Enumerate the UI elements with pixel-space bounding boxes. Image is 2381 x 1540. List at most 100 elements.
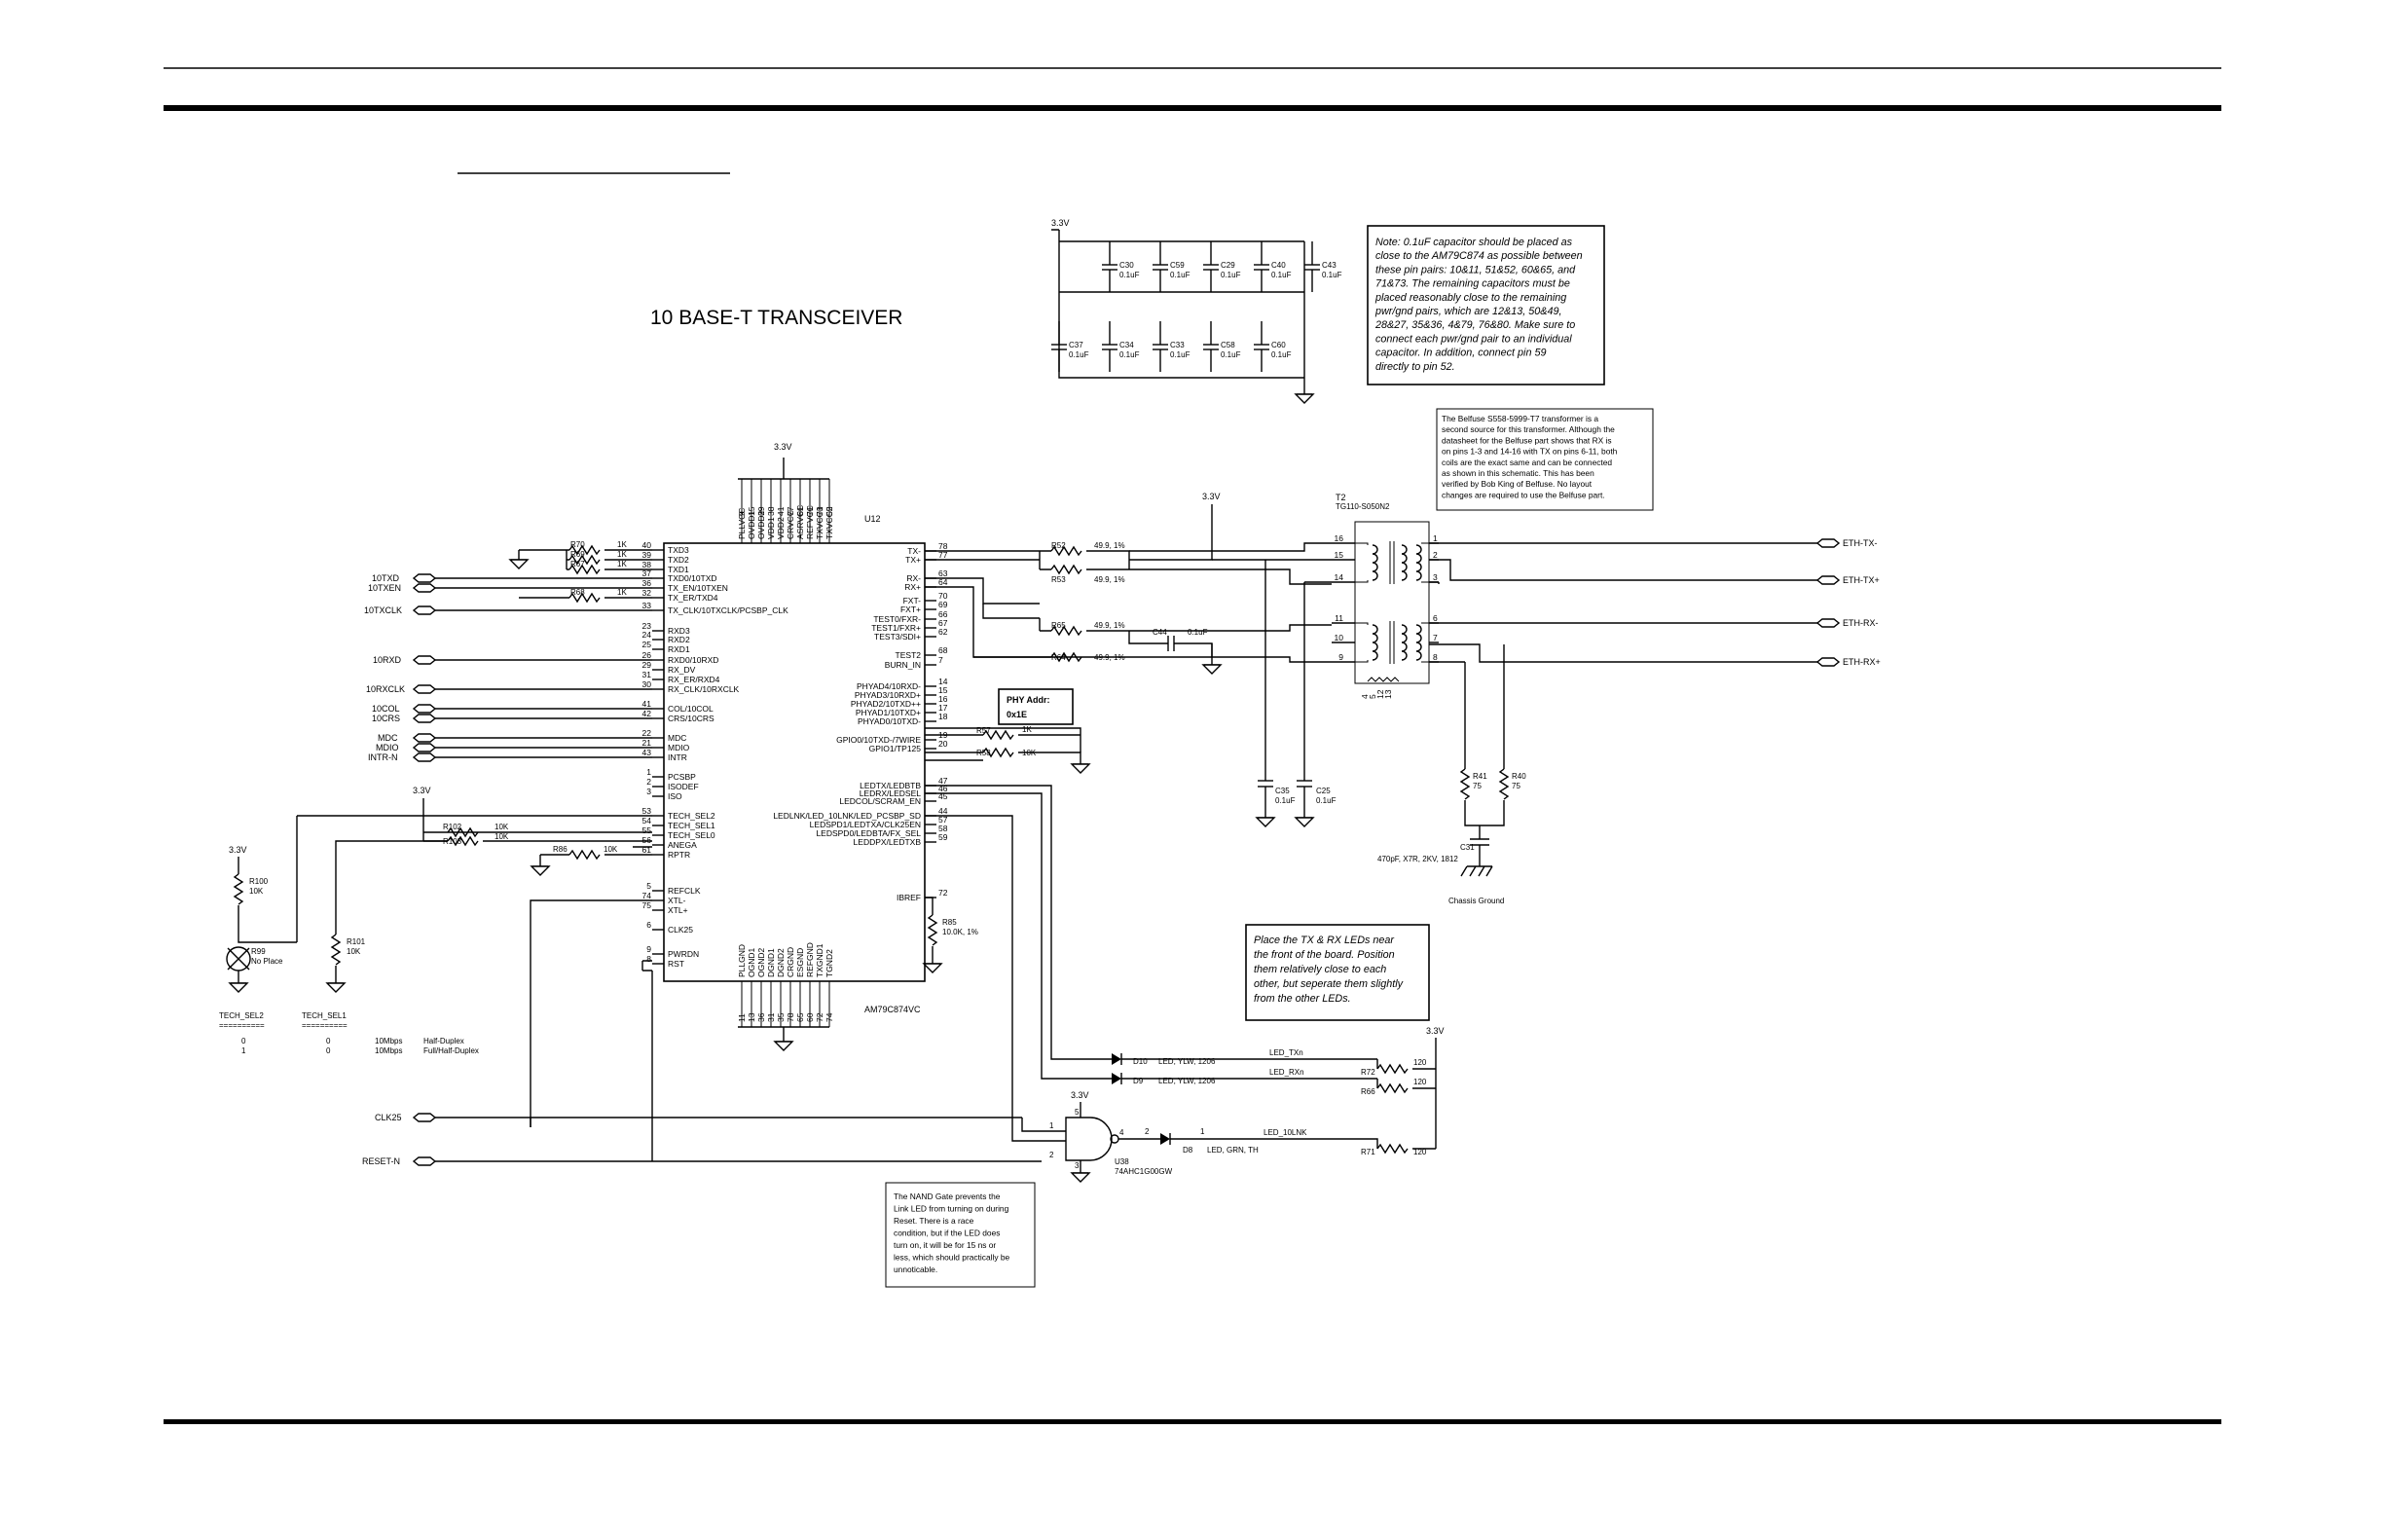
belfuse-note-line: verified by Bob King of Belfuse. No layo…: [1442, 479, 1593, 489]
t2-left-pin-number: 11: [1335, 613, 1343, 623]
u12-right-pin-name: PHYAD2/10TXD++: [851, 699, 921, 709]
u12-power-pin-number: 77: [786, 506, 795, 516]
u12-right-pin-name: TEST1/FXR+: [871, 623, 921, 633]
sig-reset: RESET-N: [362, 1156, 400, 1166]
u12-power-pin-number: 73: [815, 506, 824, 516]
gpio-straps: R57 1K R58 10K: [925, 725, 1090, 774]
phy-addr-line1: PHY Addr:: [1007, 695, 1050, 705]
capacitor-value: 0.1uF: [1271, 271, 1292, 279]
u12-left-pin-name: REFCLK: [668, 886, 701, 896]
r70-label: R70: [570, 540, 585, 549]
c44-value: 0.1uF: [1188, 628, 1208, 637]
u12-power-pin-number: 9: [737, 511, 747, 516]
t2-right-pin-number: 1: [1433, 533, 1438, 543]
u12-left-pin-number: 40: [642, 540, 652, 550]
u38-part: 74AHC1G00GW: [1115, 1167, 1173, 1176]
r68-value: 1K: [617, 588, 627, 597]
d8-value: LED, GRN, TH: [1207, 1146, 1259, 1155]
u12-right-pin-number: 46: [938, 784, 948, 793]
capacitor-ref: C59: [1170, 261, 1185, 270]
tech-rail-supply-label: 3.3V: [413, 786, 431, 795]
u12-left-pin-name: COL/10COL: [668, 704, 714, 714]
u12-right-pin-name: RX-: [906, 573, 921, 583]
sig-10rxd: 10RXD: [373, 655, 402, 665]
u12-power-pin-number: 71: [805, 506, 815, 516]
u12-left-pin-number: 54: [642, 816, 652, 825]
transformer-t2: T2 TG110-S050N2 16151411109123678451213 …: [1332, 493, 1881, 905]
t2-coil: [1372, 624, 1378, 661]
cap-note-line: close to the AM79C874 as possible betwee…: [1375, 250, 1583, 262]
u12-right-pin-number: 45: [938, 791, 948, 801]
u12-left-pin-number: 53: [642, 806, 652, 816]
u12-power-pin-name: ASRVCC: [795, 505, 805, 539]
u12-left-pin-name: PCSBP: [668, 772, 696, 782]
r52-label: R52: [1051, 541, 1066, 550]
u12-left-pin-name: CLK25: [668, 925, 693, 935]
u12-right-pin-number: 77: [938, 550, 948, 560]
tech-row0-b: 0: [326, 1037, 331, 1045]
led-section: D10 LED, YLW, 1206 LED_TXn D9 LED, YLW, …: [925, 785, 1445, 1183]
u12-right-pin-number: 44: [938, 806, 948, 816]
u12-right-pin-number: 16: [938, 694, 948, 704]
nand-note-line: turn on, it will be for 15 ns or: [894, 1240, 996, 1250]
u12-right-pin-name: FXT+: [900, 605, 921, 614]
cap-note-line: 71&73. The remaining capacitors must be: [1375, 278, 1570, 290]
capacitor-placement-note: Note: 0.1uF capacitor should be placed a…: [1367, 225, 1605, 385]
nand-note-line: unnoticable.: [894, 1265, 937, 1274]
u12-left-pin-number: 29: [642, 660, 652, 670]
u12-left-pin-number: 24: [642, 630, 652, 640]
u12-left-pin-number: 21: [642, 738, 652, 748]
u12-right-pin-name: IBREF: [897, 893, 921, 902]
u12-left-pin-number: 55: [642, 825, 652, 835]
t2-right-pin-number: 2: [1433, 550, 1438, 560]
tech-row1-d: Full/Half-Duplex: [423, 1046, 479, 1055]
phy-address-box: PHY Addr: 0x1E: [998, 688, 1074, 725]
led-note-line: Place the TX & RX LEDs near: [1254, 935, 1394, 946]
r57-label: R57: [976, 726, 991, 735]
u12-ground-pin-number: 78: [786, 1012, 795, 1022]
d10-label: D10: [1133, 1057, 1148, 1066]
led-note-line: other, but seperate them slightly: [1254, 978, 1404, 990]
phy-addr-line2: 0x1E: [1007, 710, 1027, 719]
u12-right-pin-number: 72: [938, 888, 948, 898]
ibref-resistor: R85 10.0K, 1%: [923, 897, 978, 973]
u12-right-pin-name: GPIO1/TP125: [869, 744, 922, 753]
u12-left-pin-name: INTR: [668, 752, 687, 762]
r69-value: 1K: [617, 550, 627, 559]
u12-left-pin-number: 9: [646, 944, 651, 954]
u12-left-pin-name: TECH_SEL2: [668, 811, 715, 821]
u12-left-pin-name: CRS/10CRS: [668, 714, 714, 723]
u12-left-pin-number: 32: [642, 588, 652, 598]
u12-right-pin-name: TEST0/FXR-: [873, 614, 921, 624]
u12-left-pin-name: RX_CLK/10RXCLK: [668, 684, 740, 694]
u12-ground-pin-number: 36: [756, 1012, 766, 1022]
led-txn-label: LED_TXn: [1269, 1048, 1303, 1057]
u12-power-rail: 3.3V: [738, 442, 829, 480]
u12-right-pin-name: LEDDPX/LEDTXB: [854, 837, 922, 847]
u12-left-pin-number: 37: [642, 568, 652, 578]
sig-clk25: CLK25: [375, 1113, 402, 1122]
t2-bottom-pin-number: 5: [1368, 694, 1377, 699]
d9-value: LED, YLW, 1206: [1158, 1077, 1216, 1085]
belfuse-note-line: on pins 1-3 and 14-16 with TX on pins 6-…: [1442, 447, 1618, 457]
tech-table-h1: TECH_SEL2: [219, 1011, 264, 1020]
c25-label: C25: [1316, 787, 1331, 795]
u38-pin4: 4: [1119, 1128, 1124, 1137]
u12-left-pin-number: 1: [646, 767, 651, 777]
t2-coil: [1415, 624, 1422, 661]
u12-left-pin-name: RX_DV: [668, 665, 696, 675]
tech-row0-d: Half-Duplex: [423, 1037, 464, 1045]
tech-row0-a: 0: [241, 1037, 246, 1045]
t2-coil: [1372, 544, 1378, 581]
u12-right-pin-number: 66: [938, 609, 948, 619]
u12-ground-pin-number: 13: [747, 1012, 756, 1022]
d9-label: D9: [1133, 1077, 1144, 1085]
t2-coil: [1401, 624, 1408, 661]
u12-ground-pin-number: 60: [805, 1012, 815, 1022]
u12-left-pin-name: RPTR: [668, 850, 690, 860]
u12-left-pin-number: 39: [642, 550, 652, 560]
r100-label: R100: [249, 877, 269, 886]
u12-left-pin-name: TECH_SEL1: [668, 821, 715, 830]
